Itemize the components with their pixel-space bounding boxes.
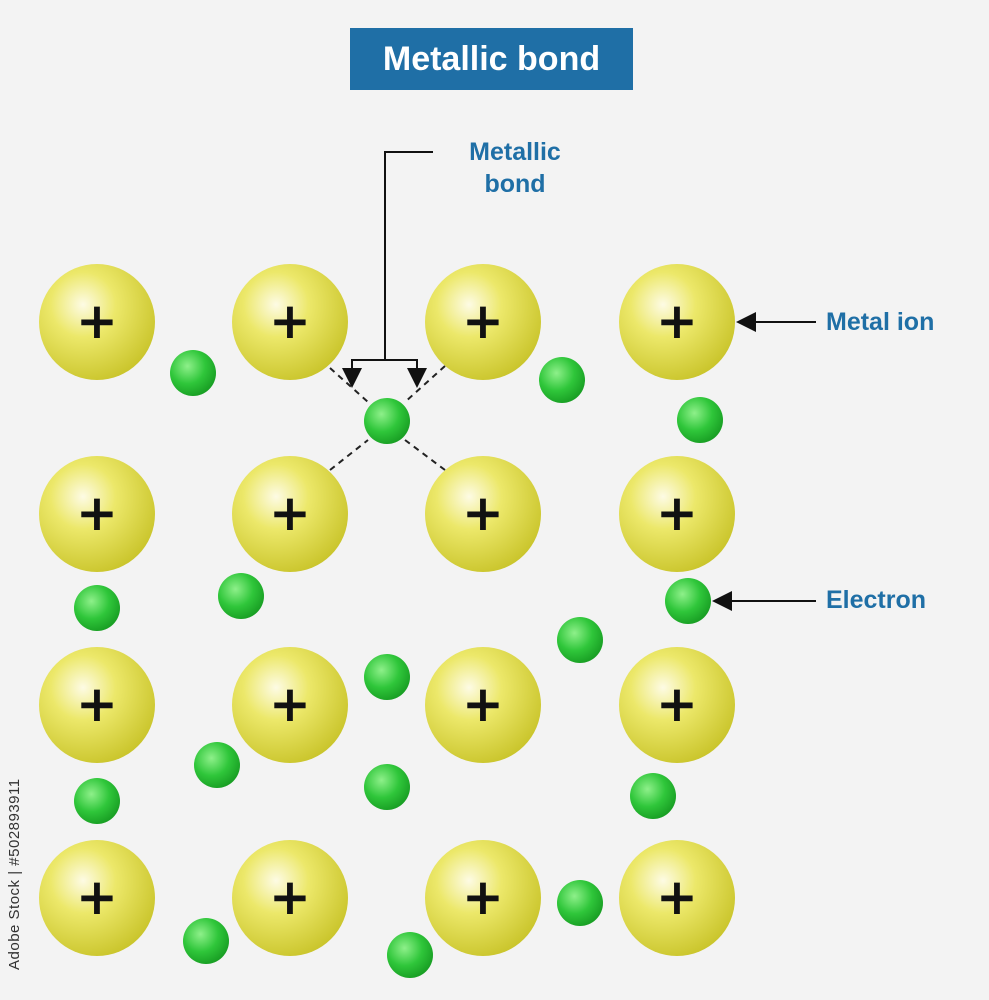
electron — [218, 573, 264, 619]
metal-ion-lattice: + + + + + + + + + + + + + + + + — [39, 264, 735, 956]
positive-charge-sign: + — [269, 484, 311, 542]
metal-ion: + — [39, 456, 155, 572]
metal-ion: + — [619, 264, 735, 380]
positive-charge-sign: + — [269, 292, 311, 350]
metal-ion-sphere — [425, 840, 541, 956]
electron — [364, 764, 410, 810]
bond-dashed-line — [329, 439, 369, 471]
electron — [677, 397, 723, 443]
electron-sea — [74, 350, 723, 978]
metal-ion-sphere — [619, 647, 735, 763]
electron — [557, 617, 603, 663]
metal-ion-sphere — [232, 264, 348, 380]
metal-ion: + — [232, 840, 348, 956]
metal-ion-sphere — [232, 456, 348, 572]
electron — [74, 585, 120, 631]
electron — [387, 932, 433, 978]
metallic-bond-leader-line — [384, 151, 433, 360]
positive-charge-sign: + — [76, 868, 118, 926]
electron — [364, 398, 410, 444]
bond-dashed-line — [404, 365, 446, 403]
bond-dashed-line — [404, 439, 446, 471]
metal-ion: + — [425, 456, 541, 572]
metal-ion: + — [39, 647, 155, 763]
electron — [665, 578, 711, 624]
metal-ion-sphere — [232, 647, 348, 763]
callout-lines — [342, 151, 816, 611]
metal-ion: + — [39, 264, 155, 380]
metal-ion-sphere — [619, 456, 735, 572]
metallic-bond-bracket — [351, 359, 418, 382]
metal-ion-sphere — [39, 647, 155, 763]
stock-watermark: Adobe Stock | #502893911 — [6, 778, 23, 970]
metal-ion-sphere — [39, 264, 155, 380]
metal-ion-sphere — [425, 456, 541, 572]
metal-ion: + — [425, 647, 541, 763]
diagram-title: Metallic bond — [350, 28, 633, 90]
metal-ion-sphere — [619, 840, 735, 956]
metal-ion: + — [232, 647, 348, 763]
metal-ion-sphere — [619, 264, 735, 380]
metal-ion: + — [232, 264, 348, 380]
positive-charge-sign: + — [269, 868, 311, 926]
electron — [539, 357, 585, 403]
electron — [74, 778, 120, 824]
positive-charge-sign: + — [269, 675, 311, 733]
metal-ion-sphere — [39, 456, 155, 572]
metallic-bond-label: Metallic bond — [430, 136, 600, 200]
positive-charge-sign: + — [656, 868, 698, 926]
positive-charge-sign: + — [76, 675, 118, 733]
positive-charge-sign: + — [76, 484, 118, 542]
positive-charge-sign: + — [656, 484, 698, 542]
metal-ion-sphere — [425, 647, 541, 763]
electron-label: Electron — [826, 586, 927, 614]
positive-charge-sign: + — [462, 675, 504, 733]
metal-ion: + — [425, 264, 541, 380]
metal-ion-label: Metal ion — [826, 308, 935, 336]
electron — [170, 350, 216, 396]
metal-ion: + — [232, 456, 348, 572]
metal-ion: + — [619, 840, 735, 956]
metal-ion-sphere — [232, 840, 348, 956]
positive-charge-sign: + — [462, 484, 504, 542]
metal-ion-sphere — [425, 264, 541, 380]
positive-charge-sign: + — [462, 292, 504, 350]
electron — [630, 773, 676, 819]
electron — [557, 880, 603, 926]
electron — [183, 918, 229, 964]
metal-ion: + — [619, 456, 735, 572]
metallic-bond-label-line1: Metallic — [469, 138, 561, 166]
electron — [194, 742, 240, 788]
positive-charge-sign: + — [76, 292, 118, 350]
metallic-bond-label-line2: bond — [484, 170, 546, 198]
positive-charge-sign: + — [656, 292, 698, 350]
positive-charge-sign: + — [462, 868, 504, 926]
metal-ion: + — [619, 647, 735, 763]
metal-ion: + — [39, 840, 155, 956]
metal-ion-sphere — [39, 840, 155, 956]
electron — [364, 654, 410, 700]
positive-charge-sign: + — [656, 675, 698, 733]
bond-dashed-line — [329, 367, 369, 403]
metal-ion: + — [425, 840, 541, 956]
